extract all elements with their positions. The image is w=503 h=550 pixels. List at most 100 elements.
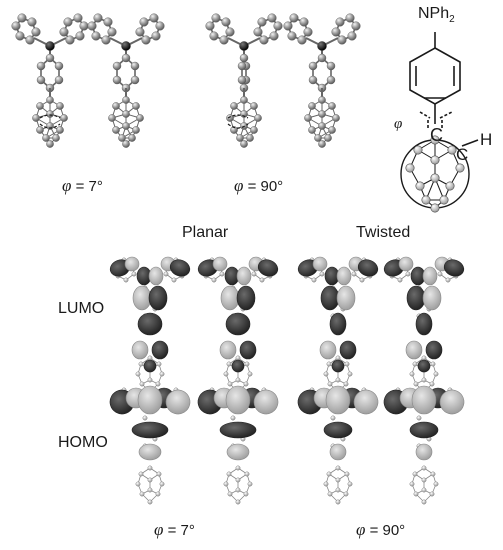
row-label-homo: HOMO (58, 434, 108, 451)
skeleton-atom (138, 361, 144, 367)
chemical-scheme (409, 32, 479, 147)
atom (308, 75, 318, 85)
orbital-lobe (131, 340, 149, 360)
orbital-lobe (312, 256, 328, 272)
orbital-lobe (353, 389, 379, 415)
atom (65, 35, 75, 45)
skeleton-atom (429, 491, 435, 497)
skeleton-atom (405, 271, 411, 277)
atom (335, 17, 345, 27)
atom (108, 114, 116, 122)
atom (122, 122, 130, 130)
atom (326, 75, 336, 85)
skeleton-atom (326, 361, 332, 367)
skeleton-atom (244, 471, 250, 477)
skeleton-atom (323, 481, 329, 487)
atom (130, 61, 140, 71)
orbital-lobe (411, 385, 437, 415)
skeleton-atom (323, 371, 329, 377)
atom (46, 110, 54, 118)
skeleton-atom (135, 481, 141, 487)
cage-atom (430, 203, 440, 213)
orbital-lobe (329, 443, 347, 461)
ball-and-stick-models (11, 13, 361, 148)
skeleton-atom (251, 271, 257, 277)
skeleton-atom (235, 487, 241, 493)
orbital-lobe (219, 340, 237, 360)
atom (318, 140, 326, 148)
atom (56, 126, 64, 134)
atom (128, 134, 136, 142)
orbital-lobe (323, 421, 353, 439)
skeleton-atom (230, 415, 236, 421)
skeleton-atom (147, 377, 153, 383)
orbital-lobe (329, 312, 347, 336)
skeleton-atom (335, 487, 341, 493)
orbital-lobe (405, 340, 423, 360)
atom (267, 13, 277, 23)
atom (63, 17, 73, 27)
angle-label: φ (394, 116, 403, 132)
atom (91, 31, 101, 41)
atom (318, 96, 326, 104)
atom (219, 35, 229, 45)
skeleton-atom (409, 481, 415, 487)
skeleton-atom (244, 361, 250, 367)
skeleton-atom (327, 381, 333, 387)
orbital-lobe (231, 359, 245, 373)
skeleton-atom (211, 277, 217, 283)
orbital-lobe (336, 266, 352, 286)
orbital-lobe (409, 421, 439, 439)
skeleton-atom (413, 381, 419, 387)
skeleton-atom (159, 371, 165, 377)
skeleton-atom (429, 381, 435, 387)
orbital-lobe (357, 259, 379, 277)
orbital-lobe (406, 285, 426, 311)
atom (239, 41, 249, 51)
atom (75, 31, 85, 41)
skeleton-atom (327, 491, 333, 497)
skeleton-atom (156, 361, 162, 367)
atom (31, 27, 41, 37)
orbital-lobe (151, 340, 169, 360)
atom (135, 27, 145, 37)
skeleton-atom (156, 471, 162, 477)
atom (230, 126, 238, 134)
atom (112, 75, 122, 85)
atom (136, 114, 144, 122)
skeleton-atom (433, 481, 439, 487)
skeleton-atom (159, 481, 165, 487)
orbital-lobe (225, 385, 251, 415)
skeleton-atom (226, 361, 232, 367)
atom (331, 27, 341, 37)
orbital-lobes (197, 256, 279, 373)
skeleton-atom (163, 271, 169, 277)
skeleton-atom (416, 415, 422, 421)
hydrogen-label: H (480, 130, 493, 149)
atom (32, 114, 40, 122)
cage-atom (430, 173, 440, 183)
skeleton-atom (412, 471, 418, 477)
orbital-lobe (439, 389, 465, 415)
orbital-lobe (239, 340, 257, 360)
skeleton-atom (247, 481, 253, 487)
skeleton-atom (412, 361, 418, 367)
orbital-lobe (236, 266, 252, 286)
atom (11, 21, 21, 31)
atom (52, 134, 60, 142)
skeleton-atom (335, 465, 341, 471)
caption-bottom-right: φ = 90° (356, 520, 406, 539)
cage-atom (421, 195, 431, 205)
skeleton-atom (421, 465, 427, 471)
atom (237, 75, 247, 85)
skeleton-atom (326, 471, 332, 477)
atom (60, 114, 68, 122)
atom (328, 126, 336, 134)
carbon-side-label: C (456, 145, 469, 164)
atom (308, 126, 316, 134)
skeleton-atom (409, 371, 415, 377)
orbital-lobes (383, 385, 465, 461)
skeleton-atom (235, 377, 241, 383)
atom (317, 53, 327, 63)
atom (56, 102, 64, 110)
